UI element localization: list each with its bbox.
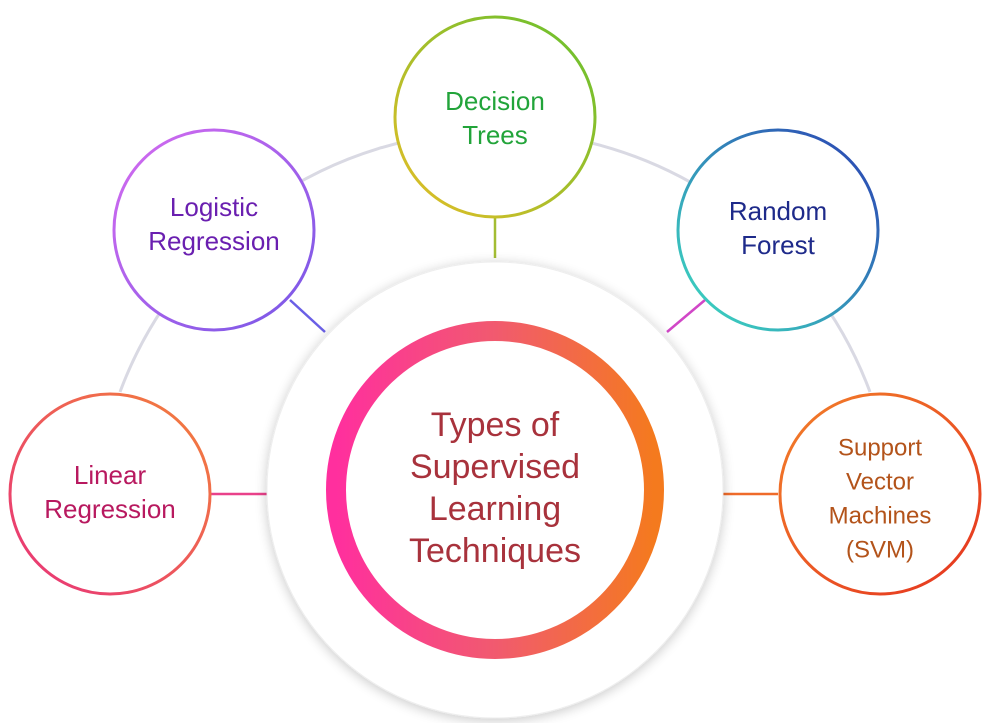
label-line: Regression bbox=[44, 494, 176, 524]
label-line: Regression bbox=[148, 226, 280, 256]
label-line: Linear bbox=[74, 460, 147, 490]
center-ring bbox=[326, 321, 664, 659]
label-line: Decision bbox=[445, 86, 545, 116]
label-line: Random bbox=[729, 196, 827, 226]
label-line: Techniques bbox=[409, 532, 581, 570]
connector-random-forest bbox=[666, 299, 706, 333]
label-line: Vector bbox=[846, 468, 914, 495]
label-line: Learning bbox=[429, 490, 561, 528]
node-ring-decision-trees bbox=[393, 15, 597, 219]
label-line: Machines bbox=[829, 502, 932, 529]
label-line: Forest bbox=[741, 230, 815, 260]
label-line: Trees bbox=[462, 120, 528, 150]
node-ring-logistic-regression bbox=[112, 128, 316, 332]
connector-logistic-regression bbox=[289, 299, 326, 333]
label-line: Logistic bbox=[170, 192, 258, 222]
node-ring-linear-regression bbox=[8, 392, 212, 596]
label-line: Support bbox=[838, 434, 922, 461]
label-line: Types of bbox=[431, 406, 560, 444]
node-ring-random-forest bbox=[676, 128, 880, 332]
label-line: Supervised bbox=[410, 448, 580, 486]
label-line: (SVM) bbox=[846, 536, 914, 563]
node-ring-support-vector-machines bbox=[778, 392, 982, 596]
